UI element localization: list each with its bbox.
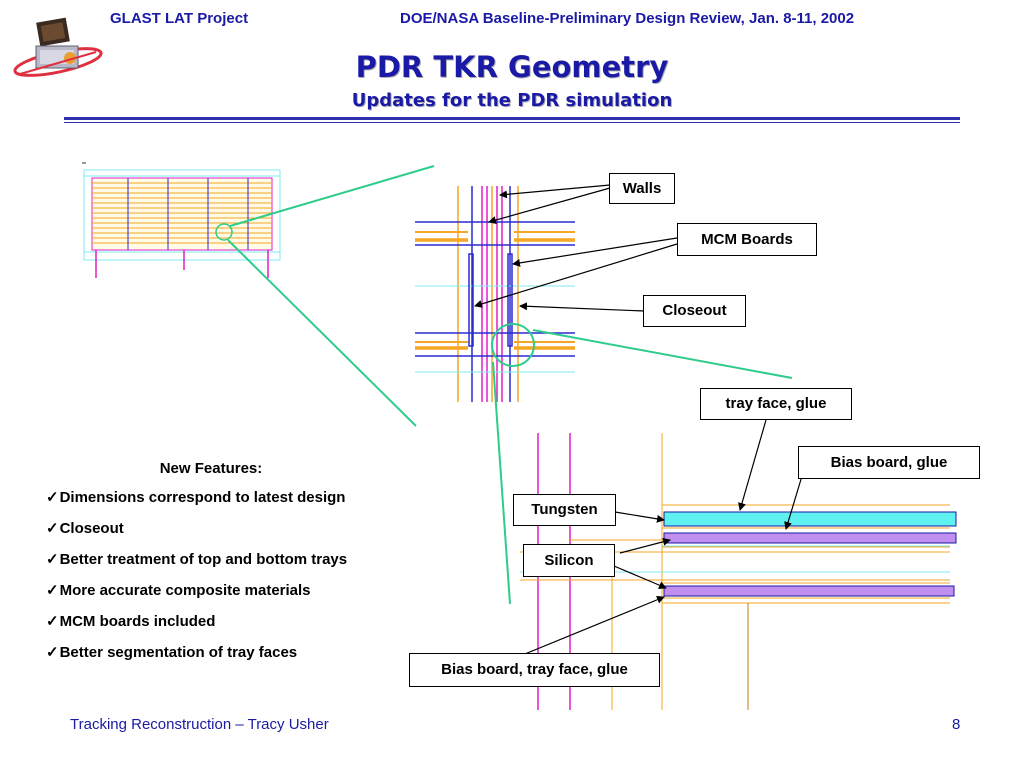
feature-item: ✓Better segmentation of tray faces: [46, 643, 391, 674]
silicon-layer-upper: [663, 532, 957, 544]
new-features-list: New Features: ✓Dimensions correspond to …: [46, 460, 391, 674]
check-icon: ✓: [46, 520, 59, 537]
check-icon: ✓: [46, 489, 59, 506]
feature-item: ✓MCM boards included: [46, 612, 391, 643]
zoom-line-lower: [227, 239, 417, 427]
feature-item: ✓More accurate composite materials: [46, 581, 391, 612]
check-icon: ✓: [46, 644, 59, 661]
feature-item: ✓Closeout: [46, 519, 391, 550]
check-icon: ✓: [46, 551, 59, 568]
title-rule: [64, 117, 960, 120]
review-title: DOE/NASA Baseline-Preliminary Design Rev…: [400, 10, 855, 27]
zoom-line-detail-lower: [492, 361, 511, 605]
silicon-layer-lower: [663, 585, 955, 597]
slide-title: PDR TKR Geometry: [355, 50, 669, 84]
title-rule-thin: [64, 122, 960, 123]
callout-silicon: Silicon: [523, 544, 615, 577]
tungsten-layer: [663, 511, 957, 527]
callout-tray-face-glue: tray face, glue: [700, 388, 852, 420]
feature-item: ✓Better treatment of top and bottom tray…: [46, 550, 391, 581]
callout-closeout: Closeout: [643, 295, 746, 327]
feature-text: Better segmentation of tray faces: [59, 644, 298, 661]
project-name: GLAST LAT Project: [110, 10, 249, 27]
feature-text: Dimensions correspond to latest design: [59, 489, 346, 506]
check-icon: ✓: [46, 613, 59, 630]
feature-text: More accurate composite materials: [59, 582, 311, 599]
zoom-line-detail-upper: [532, 329, 793, 379]
zoom-line-upper: [229, 165, 435, 227]
footer-author: Tracking Reconstruction – Tracy Usher: [70, 716, 329, 733]
feature-text: Better treatment of top and bottom trays: [59, 551, 348, 568]
page-number: 8: [952, 716, 961, 733]
callout-bias-board-glue: Bias board, glue: [798, 446, 980, 479]
callout-arrows: [474, 184, 803, 657]
glast-logo: [13, 17, 103, 77]
feature-text: Closeout: [59, 520, 124, 537]
tracker-overview: [82, 162, 281, 278]
zoom-circle-detail: [491, 323, 535, 367]
feature-item: ✓Dimensions correspond to latest design: [46, 488, 391, 519]
features-heading: New Features:: [159, 460, 263, 477]
callout-bias-board-tray-face-glue: Bias board, tray face, glue: [409, 653, 660, 687]
slide-subtitle: Updates for the PDR simulation: [351, 90, 673, 111]
zoom-circle-overview: [215, 223, 233, 241]
check-icon: ✓: [46, 582, 59, 599]
callout-mcm-boards: MCM Boards: [677, 223, 817, 256]
feature-text: MCM boards included: [59, 613, 216, 630]
tracker-detail-view: [415, 186, 575, 402]
callout-walls: Walls: [609, 173, 675, 204]
callout-tungsten: Tungsten: [513, 494, 616, 526]
